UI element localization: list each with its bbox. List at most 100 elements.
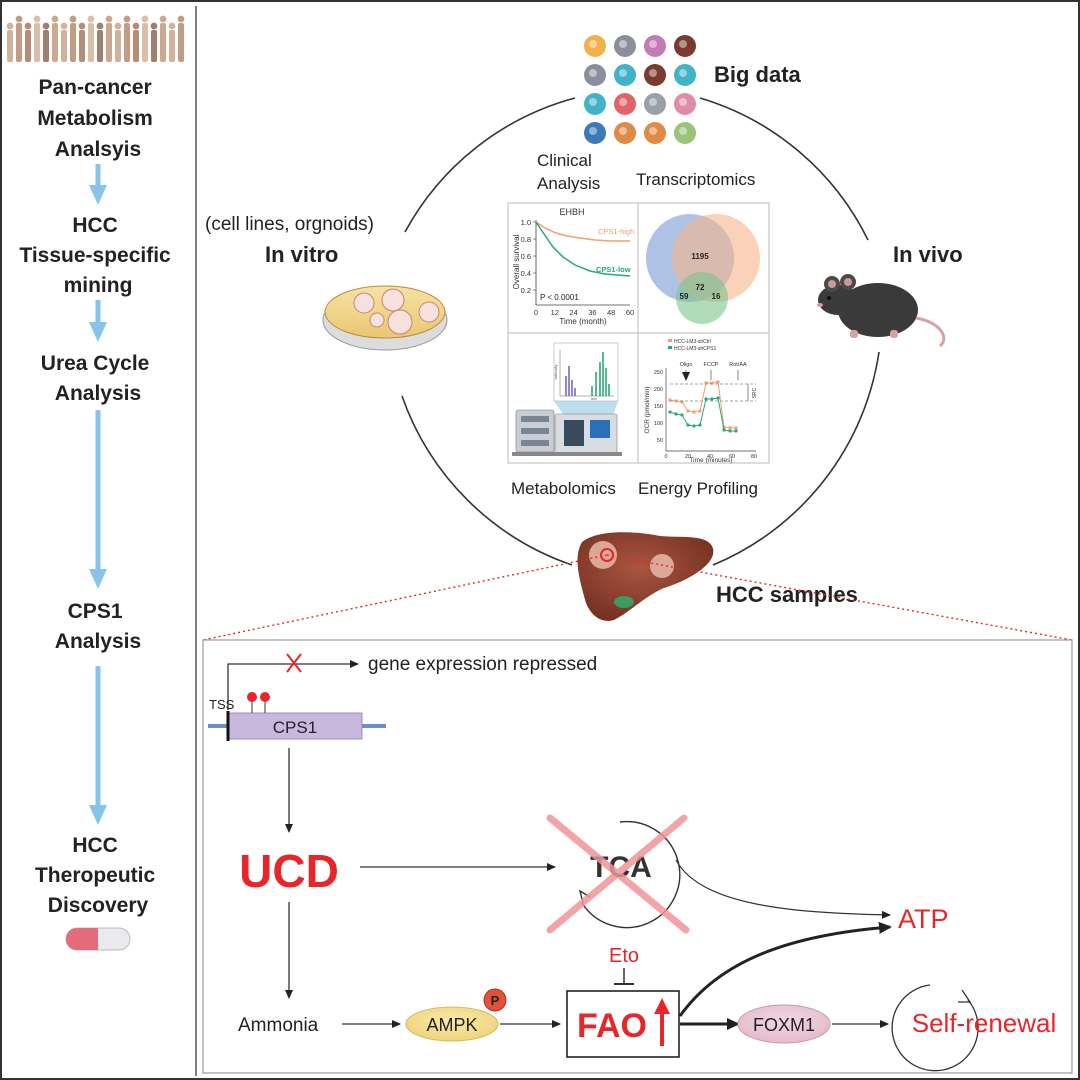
mass-spec-xlabel: m/z <box>591 396 597 401</box>
survival-xtick: 36 <box>588 308 596 317</box>
ocr-curve-shcps1 <box>669 397 736 432</box>
big-data-label: Big data <box>714 62 802 87</box>
step-urea-cycle: Urea Cycle Analysis <box>41 352 155 405</box>
in-vitro-sublabel: (cell lines, orgnoids) <box>205 214 374 235</box>
mass-spec-panel: Intensity m/z <box>512 342 622 456</box>
ocr-legend-2: HCC-LM3-shCPS1 <box>674 346 716 352</box>
metabolomics-label: Metabolomics <box>511 479 616 498</box>
organ-icon <box>614 64 636 86</box>
zoom-line-left <box>202 554 608 641</box>
survival-xtick: 60 <box>626 308 634 317</box>
survival-curve-low <box>535 221 631 277</box>
ocr-plot: HCC-LM3-shCtrl HCC-LM3-shCPS1 Oligo FCCP… <box>644 339 758 464</box>
ampk-label: AMPK <box>426 1015 477 1035</box>
mass-spectrometer-icon <box>512 409 622 456</box>
gene-expression-label: gene expression repressed <box>368 654 597 675</box>
survival-xtick: 12 <box>551 308 559 317</box>
venn-diagram: 1195 72 59 16 <box>646 214 760 324</box>
phospho-label: P <box>491 993 500 1008</box>
survival-ylabel: Overall survival <box>512 234 521 289</box>
sidebar: Pan-cancer Metabolism Analsyis HCC Tissu… <box>6 15 185 951</box>
survival-low-label: CPS1-low <box>596 265 631 274</box>
survival-pvalue: P < 0.0001 <box>540 293 579 302</box>
survival-curve-high <box>535 221 630 242</box>
ocr-marker-fccp: FCCP <box>704 362 719 368</box>
organ-icon <box>614 35 636 57</box>
ocr-ylabel: OCR (pmol/min) <box>644 387 651 434</box>
in-vivo-label: In vivo <box>893 242 963 267</box>
survival-ytick: 0.2 <box>521 286 531 295</box>
ocr-xlabel: Time (minutes) <box>689 457 732 464</box>
ocr-marker-rotaa: Rot/AA <box>729 362 747 368</box>
ucd-label: UCD <box>239 845 339 897</box>
research-cycle: Big data (cell lines, orgnoids) In vitro… <box>205 35 963 621</box>
tca-cycle: TCA <box>546 814 690 934</box>
cross-icon <box>286 653 302 673</box>
ocr-ytick: 50 <box>657 438 663 444</box>
survival-ytick: 0.4 <box>521 269 531 278</box>
organ-icon <box>584 93 606 115</box>
zoom-line-right <box>606 554 1073 641</box>
venn-value-1195: 1195 <box>691 252 709 261</box>
organ-icon <box>674 64 696 86</box>
ocr-ytick: 150 <box>654 404 663 410</box>
energy-profiling-label: Energy Profiling <box>638 479 758 498</box>
organ-icon <box>644 93 666 115</box>
venn-value-59: 59 <box>680 292 689 301</box>
venn-value-72: 72 <box>696 283 705 292</box>
organ-icon <box>614 122 636 144</box>
ocr-legend-1: HCC-LM3-shCtrl <box>674 339 711 345</box>
organ-icon <box>674 122 696 144</box>
step-cps1: CPS1 Analysis <box>55 600 141 653</box>
survival-ytick: 1.0 <box>521 218 531 227</box>
ocr-curve-ctrl <box>669 381 736 429</box>
mass-spec-ylabel: Intensity <box>553 365 558 380</box>
foxm1-label: FOXM1 <box>753 1015 815 1035</box>
transcriptomics-label: Transcriptomics <box>636 170 755 189</box>
ocr-ytick: 200 <box>654 387 663 393</box>
organ-icon <box>584 122 606 144</box>
survival-title: EHBH <box>559 207 584 217</box>
inhibited-cross-icon <box>546 814 690 934</box>
ocr-xtick: 40 <box>707 454 713 460</box>
clinical-analysis-label: Clinical Analysis <box>537 151 600 193</box>
self-renewal-cycle: Self-renewal <box>891 984 1057 1072</box>
organ-icon <box>644 64 666 86</box>
survival-ytick: 0.8 <box>521 235 531 244</box>
ocr-marker-oligo: Oligo <box>680 362 693 368</box>
organ-icons-grid-icon <box>584 35 696 144</box>
survival-xtick: 48 <box>607 308 615 317</box>
survival-ytick: 0.6 <box>521 252 531 261</box>
people-silhouettes-icon <box>6 15 185 62</box>
mechanism-panel: gene expression repressed TSS CPS1 UCD T… <box>202 639 1073 1074</box>
ocr-xtick: 0 <box>664 454 667 460</box>
tss-label: TSS <box>209 697 235 712</box>
venn-value-16: 16 <box>712 292 721 301</box>
ocr-ytick: 250 <box>654 370 663 376</box>
ampk-node: AMPK P <box>405 988 507 1042</box>
methylation-marks-icon <box>247 692 270 713</box>
in-vitro-label: In vitro <box>265 242 338 267</box>
ammonia-label: Ammonia <box>238 1015 319 1036</box>
self-renewal-label: Self-renewal <box>912 1008 1057 1038</box>
cps1-gene-label: CPS1 <box>273 718 317 737</box>
pill-icon <box>65 927 131 951</box>
foxm1-node: FOXM1 <box>737 1004 831 1044</box>
organ-icon <box>644 122 666 144</box>
organ-icon <box>584 35 606 57</box>
organ-icon <box>644 35 666 57</box>
step-pancancer: Pan-cancer Metabolism Analsyis <box>37 76 158 161</box>
atp-label: ATP <box>898 904 949 934</box>
liver-icon <box>577 532 714 621</box>
ocr-ytick: 100 <box>654 421 663 427</box>
organ-icon <box>674 35 696 57</box>
survival-xlabel: Time (month) <box>559 317 607 326</box>
organ-icon <box>614 93 636 115</box>
survival-xtick: 0 <box>534 308 538 317</box>
ocr-xtick: 20 <box>685 454 691 460</box>
ocr-src-label: SRC <box>752 387 758 398</box>
survival-high-label: CPS1-high <box>598 227 634 236</box>
organ-icon <box>584 64 606 86</box>
